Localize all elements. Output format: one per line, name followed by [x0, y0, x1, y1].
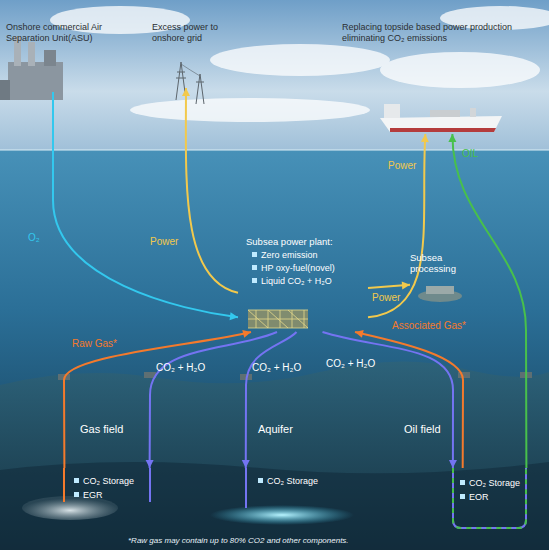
node-subtext: CO₂ Storage [460, 478, 545, 489]
flow-line [323, 332, 454, 468]
node-subtext: CO₂ Storage [74, 476, 169, 487]
node-subtext: CO₂ Storage [258, 476, 348, 487]
oil-field: Oil fieldCO₂ StorageEOR [448, 468, 546, 530]
flow-line [186, 88, 238, 293]
flow-line [53, 92, 238, 317]
footnote: *Raw gas may contain up to 80% CO2 and o… [128, 536, 349, 545]
flow-label: CO₂ + H₂O [252, 362, 301, 373]
reservoir-wells [64, 468, 526, 528]
node-text: Aquifer [258, 423, 328, 436]
onshore-asu: Onshore commercial Air Separation Unit(A… [4, 16, 144, 92]
flow-line [355, 332, 463, 468]
flow-line [64, 332, 251, 468]
aquifer-reservoir [210, 505, 354, 525]
arrow-head [402, 281, 410, 289]
aquifer: AquiferCO₂ Storage [212, 468, 347, 526]
flow-label: Raw Gas* [72, 338, 117, 349]
subsea-processing: Subsea processing [410, 250, 476, 308]
node-subtext: EOR [460, 492, 545, 503]
node-subtext: Zero emission [252, 250, 362, 261]
node-text: Subsea processing [410, 252, 474, 275]
node-text: Excess power to onshore grid [152, 22, 248, 44]
flow-label: CO₂ + H₂O [326, 358, 375, 369]
flow-label: Power [372, 292, 400, 303]
node-subtext: HP oxy-fuel(novel) [252, 263, 362, 274]
power-plant-structure [248, 310, 308, 328]
arrow-head [421, 134, 429, 142]
node-text: Onshore commercial Air Separation Unit(A… [6, 22, 138, 44]
flow-line [246, 332, 297, 468]
node-subtext: EGR [74, 490, 169, 501]
flow-line [368, 134, 425, 317]
flow-label: Associated Gas* [392, 320, 466, 331]
arrow-head [242, 460, 250, 468]
arrow-head [448, 134, 456, 142]
rock-layer [0, 462, 549, 550]
node-subtext: Liquid CO₂ + H₂O [252, 276, 362, 287]
arrow-head [449, 460, 457, 468]
ship: Replacing topside based power production… [338, 16, 546, 134]
arrow-head [230, 312, 238, 320]
subsea-power-plant: Subsea power plant: Zero emission HP oxy-f… [238, 234, 368, 332]
processing-module [418, 286, 462, 302]
arrow-head [242, 330, 251, 338]
flow-label: CO₂ + H₂O [156, 362, 205, 373]
arrow-head [355, 330, 364, 338]
factory [0, 36, 63, 100]
node-text: Subsea power plant: [246, 236, 366, 247]
flow-line [150, 332, 277, 468]
clouds [50, 6, 549, 122]
flow-label: Power [388, 160, 416, 171]
power-pylons [176, 62, 204, 104]
flow-label: OIL [462, 148, 478, 159]
flow-label: Power [150, 236, 178, 247]
ship [380, 104, 502, 132]
node-text: Replacing topside based power production… [342, 22, 542, 44]
gas-field: Gas fieldCO₂ StorageEGR [50, 468, 170, 516]
sky [0, 0, 549, 152]
node-text: Oil field [404, 423, 474, 436]
onshore-grid: Excess power to onshore grid [150, 18, 270, 88]
arrow-head [182, 88, 190, 96]
sea [0, 150, 549, 550]
flow-label: O₂ [28, 232, 40, 243]
node-text: Gas field [80, 423, 150, 436]
seabed [0, 361, 549, 550]
arrow-head [146, 460, 154, 468]
